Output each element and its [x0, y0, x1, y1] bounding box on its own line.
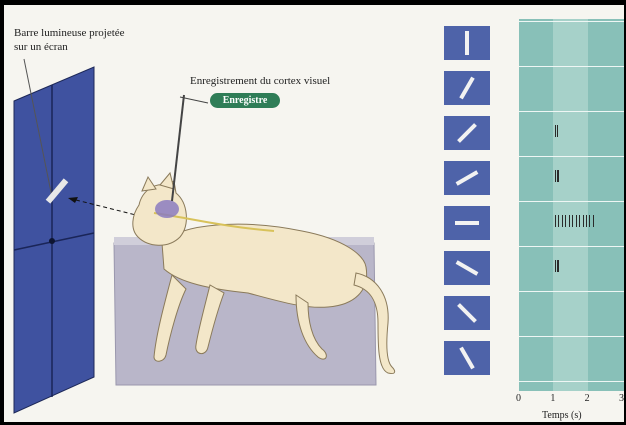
stimulus-bar-icon [457, 303, 477, 323]
raster-row-divider [519, 336, 624, 337]
stimulus-box [444, 206, 490, 240]
figure-page: Barre lumineuse projetée sur un écran En… [4, 5, 624, 422]
stimulus-bar-icon [457, 123, 477, 143]
stimulus-bar-icon [465, 31, 469, 55]
visual-cortex [155, 200, 179, 218]
raster-row-divider [519, 291, 624, 292]
screen-label-line-2: sur un écran [14, 41, 68, 53]
spike-mark [572, 215, 573, 227]
cortex-recording-label: Enregistrement du cortex visuel [190, 75, 330, 87]
time-tick-label: 3 [619, 393, 624, 404]
spike-mark [593, 215, 594, 227]
spike-mark [565, 215, 566, 227]
spike-mark [558, 215, 559, 227]
stimulus-bar-icon [456, 260, 479, 275]
spike-raster-plot [519, 19, 624, 391]
spike-mark [569, 215, 570, 227]
raster-row-divider [519, 201, 624, 202]
stimulus-box [444, 296, 490, 330]
time-tick-label: 2 [585, 393, 590, 404]
stimulus-bar-icon [459, 77, 474, 100]
spike-mark [579, 215, 580, 227]
time-tick-label: 0 [516, 393, 521, 404]
stimulus-bar-icon [459, 347, 474, 370]
stimulus-box [444, 71, 490, 105]
stimulus-bar-icon [456, 170, 479, 185]
fixation-point [49, 238, 55, 244]
experiment-illustration [4, 5, 424, 422]
screen-label-line-1: Barre lumineuse projetée [14, 27, 125, 39]
spike-mark [586, 215, 587, 227]
raster-row-divider [519, 156, 624, 157]
spike-mark [583, 215, 584, 227]
raster-row-divider [519, 246, 624, 247]
spike-mark [555, 215, 556, 227]
stimulus-bar-icon [455, 221, 479, 225]
stimulus-column [444, 21, 494, 381]
raster-row-divider [519, 66, 624, 67]
spike-mark [557, 125, 558, 137]
stimulus-box [444, 26, 490, 60]
stimulus-box [444, 161, 490, 195]
time-axis-label: Temps (s) [542, 410, 582, 421]
spike-mark [558, 170, 559, 182]
raster-row-divider [519, 21, 624, 22]
raster-row-divider [519, 111, 624, 112]
time-tick-label: 1 [550, 393, 555, 404]
stimulus-box [444, 251, 490, 285]
spike-mark [589, 215, 590, 227]
spike-mark [576, 215, 577, 227]
spike-mark [558, 260, 559, 272]
stimulus-box [444, 116, 490, 150]
raster-row-divider [519, 381, 624, 382]
electrode [172, 95, 184, 201]
spike-mark [562, 215, 563, 227]
record-badge: Enregistre [210, 93, 280, 108]
stimulus-box [444, 341, 490, 375]
